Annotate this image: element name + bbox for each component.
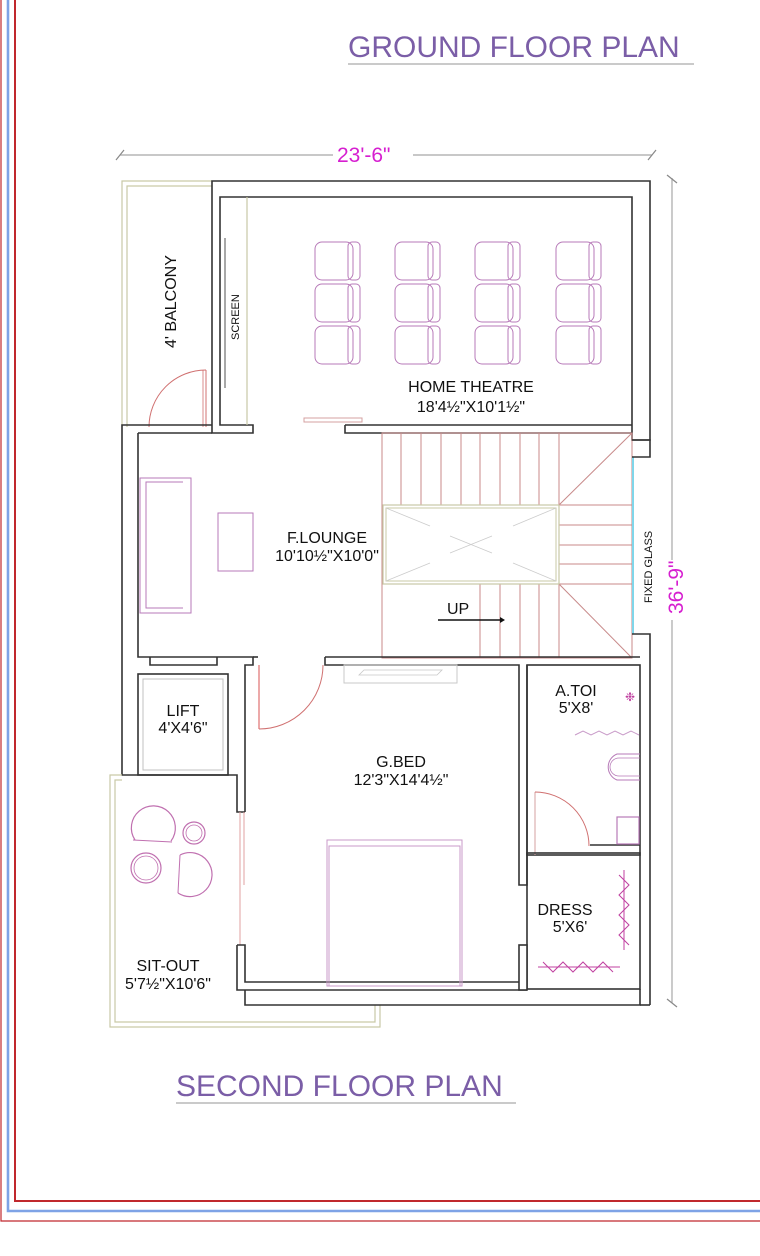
depth-value: 36'-9" xyxy=(665,561,688,615)
home-theatre-size: 18'4½"X10'1½" xyxy=(417,399,525,416)
lift-label: LIFT xyxy=(167,703,200,720)
seat-column xyxy=(474,241,521,365)
fixed-glass-label: FIXED GLASS xyxy=(643,531,655,603)
title-second-floor: SECOND FLOOR PLAN xyxy=(176,1070,503,1103)
sitout-size: 5'7½"X10'6" xyxy=(125,976,211,993)
sheet-border xyxy=(0,0,760,1222)
bed-label: G.BED xyxy=(376,754,426,771)
attached-toilet: ❉ A.TOI 5'X8' xyxy=(526,664,641,856)
dress-label: DRESS xyxy=(537,902,592,919)
stairs-up-label: UP xyxy=(447,601,469,618)
seat-column xyxy=(394,241,441,365)
lift: LIFT 4'X4'6" xyxy=(137,656,254,812)
shower-icon: ❉ xyxy=(625,690,635,704)
lounge-label: F.LOUNGE xyxy=(287,530,367,547)
outer-wall xyxy=(244,989,641,1006)
lounge: F.LOUNGE 10'10½"X10'0" xyxy=(121,424,379,813)
chair-icon xyxy=(130,805,176,842)
lift-size: 4'X4'6" xyxy=(158,720,207,737)
depth-dimension: 36'-9" xyxy=(660,174,688,1008)
dress-room: DRESS 5'X6' xyxy=(518,852,641,991)
lounge-size: 10'10½"X10'0" xyxy=(275,548,379,565)
title-ground-floor: GROUND FLOOR PLAN xyxy=(348,31,680,64)
screen-label: SCREEN xyxy=(230,294,242,340)
toilet-size: 5'X8' xyxy=(559,700,594,717)
balcony-label: 4' BALCONY xyxy=(163,255,180,348)
chair-icon xyxy=(177,852,213,898)
table-icon xyxy=(130,852,162,884)
toilet-label: A.TOI xyxy=(555,683,597,700)
bed-size: 12'3"X14'4½" xyxy=(354,772,449,789)
seat-column xyxy=(314,241,361,365)
home-theatre-label: HOME THEATRE xyxy=(408,379,534,396)
sit-out: SIT-OUT 5'7½"X10'6" xyxy=(109,774,381,1028)
staircase: UP FIXED GLASS xyxy=(381,432,655,1005)
balcony: 4' BALCONY xyxy=(121,180,212,428)
width-dimension: 23'-6" xyxy=(115,142,657,167)
width-value: 23'-6" xyxy=(337,144,391,167)
sitout-label: SIT-OUT xyxy=(136,958,199,975)
seat-column xyxy=(555,241,602,365)
dress-size: 5'X6' xyxy=(553,919,588,936)
home-theatre: SCREEN HOME xyxy=(211,180,651,441)
theatre-seats xyxy=(314,241,602,365)
table-icon xyxy=(182,821,206,845)
wardrobe-icon xyxy=(538,870,630,973)
